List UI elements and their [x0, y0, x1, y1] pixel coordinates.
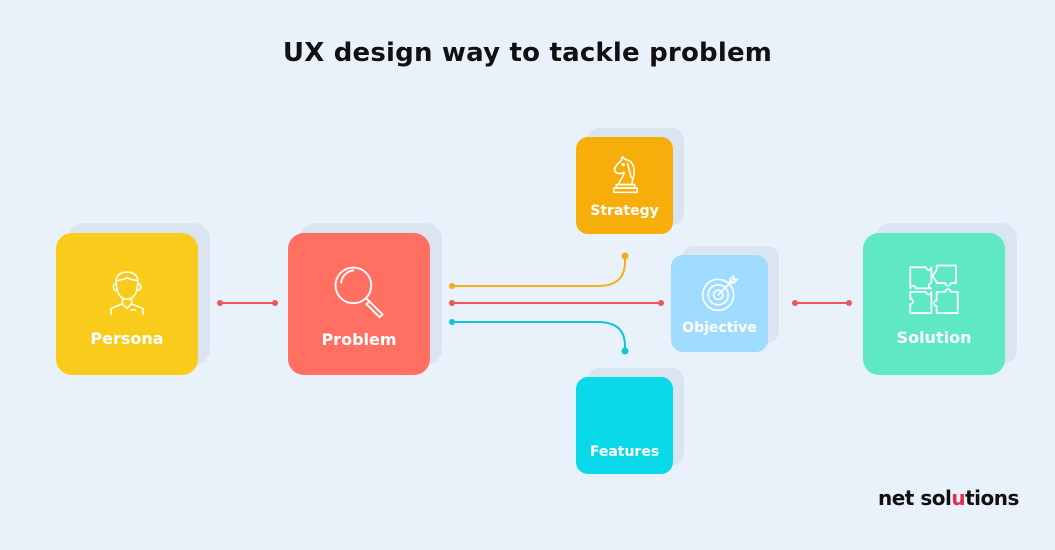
connector-problem-objective [449, 300, 664, 306]
node-problem-label: Problem [321, 329, 397, 349]
person-icon [110, 270, 144, 315]
node-persona-label: Persona [90, 328, 164, 348]
node-objective-box: Objective [671, 255, 768, 352]
brand-text-after: tions [965, 486, 1019, 510]
node-strategy-box: Strategy [576, 137, 673, 234]
node-solution-box: Solution [863, 233, 1005, 375]
connector-objective-solution [792, 300, 852, 306]
connector-problem-features [449, 319, 629, 355]
puzzle-icon [909, 264, 959, 314]
node-features-label: Features [589, 444, 660, 460]
brand-text-before: net sol [878, 486, 952, 510]
diagram-title: UX design way to tackle problem [282, 38, 773, 68]
connector-persona-problem [217, 300, 278, 306]
brand-text-mark: u [951, 486, 966, 510]
brand-logo: net solutions [878, 486, 1019, 510]
node-objective-label: Objective [682, 319, 757, 336]
node-persona-box: Persona [56, 233, 198, 375]
node-strategy-label: Strategy [590, 202, 659, 219]
node-problem-box: Problem [288, 233, 430, 375]
magnifier-icon [334, 266, 384, 319]
node-solution-label: Solution [896, 327, 972, 347]
chess-knight-icon [612, 155, 638, 193]
connector-problem-strategy [449, 252, 629, 289]
target-icon [701, 274, 738, 311]
node-features-box: Features [576, 377, 673, 474]
